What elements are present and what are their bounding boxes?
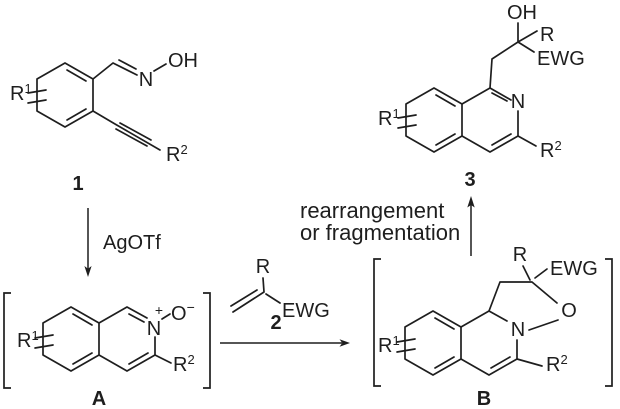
product-3-structure: OH R EWG N R1 R2 3 [378,2,585,191]
transformation-caption-line2: or fragmentation [300,220,460,245]
intermediate-a-label: A [92,388,106,409]
oxime-hydroxyl-label: OH [168,50,198,72]
nitrogen-label: N [511,319,525,341]
r1-substituent-label: R1 [378,333,400,357]
r-substituent-label: R [256,256,270,278]
r1-attachment-hash-marks [34,334,54,349]
reagent-agotf-label: AgOTf [103,232,161,254]
hydroxyl-label: OH [507,2,537,24]
pyridinium-ring-bonds [98,306,156,372]
right-bracket [203,292,211,389]
r1-substituent-label: R1 [378,106,400,130]
right-arrow-head [339,339,350,347]
compound-1-structure: R1 N OH R2 1 [10,50,198,195]
r1-substituent-label: R1 [10,81,32,105]
up-arrow-head [467,196,475,208]
r2-substituent-label: R2 [173,352,195,376]
oxime-nitrogen-label: N [139,69,153,91]
r-substituent-label: R [540,24,554,46]
nitrogen-label: N [147,318,161,340]
ewg-substituent-label: EWG [550,258,598,280]
side-chain-bonds [489,22,538,89]
oxime-bonds [92,59,167,80]
r2-substituent-label: R2 [546,352,568,376]
right-bracket [605,258,613,387]
intermediate-b-label: B [477,388,491,409]
down-arrow-head [84,266,92,277]
aromatic-inner-bonds [72,313,149,365]
oxygen-label: O [561,300,577,322]
transformation-caption-line1: rearrangement [300,198,444,223]
r1-attachment-hash-marks [396,338,416,353]
intermediate-a-structure: R1 N + O− R2 A [3,292,211,409]
left-bracket [3,292,11,389]
ewg-substituent-label: EWG [537,48,585,70]
aromatic-inner-bonds [434,317,511,369]
benzene-ring-bonds [404,310,462,376]
nitrogen-plus-charge: + [155,302,163,318]
oxide-oxygen-label: O− [171,299,195,325]
intermediate-b-structure: R1 R EWG O N R2 B [373,244,613,409]
isoxazolidine-ring-bonds [488,281,559,331]
arrow-1-to-a: AgOTf [84,208,161,277]
alkyne-bonds [92,110,161,151]
arrow-b-to-3: rearrangement or fragmentation [300,196,475,256]
r-substituent-label: R [513,244,527,266]
aromatic-inner-bonds [435,92,512,146]
r1-attachment-hash-marks [27,89,47,104]
left-bracket [373,258,381,387]
benzene-ring-bonds [405,87,463,153]
r2-substituent-label: R2 [166,142,188,166]
r2-bond [154,354,172,364]
r2-substituent-label: R2 [540,138,562,162]
n-oxide-bond [161,313,171,320]
alkene-2-label: 2 [270,312,281,334]
alkene-bonds [230,277,281,313]
dihydropyridine-ring-bonds [460,310,518,376]
benzene-ring-bonds [42,306,100,372]
aromatic-inner-bonds [66,69,87,121]
product-3-label: 3 [464,169,475,191]
r2-bond [517,135,537,147]
benzene-ring-bonds [36,62,94,128]
pyridine-ring-bonds [461,87,519,153]
r1-substituent-label: R1 [17,328,39,352]
ewg-substituent-label: EWG [282,300,330,322]
r1-attachment-hash-marks [397,114,417,129]
compound-1-label: 1 [72,173,83,195]
substituent-bonds [516,265,548,367]
arrow-a-to-b [220,339,350,347]
alkene-2-structure: R EWG 2 [230,256,330,334]
nitrogen-label: N [511,91,525,113]
